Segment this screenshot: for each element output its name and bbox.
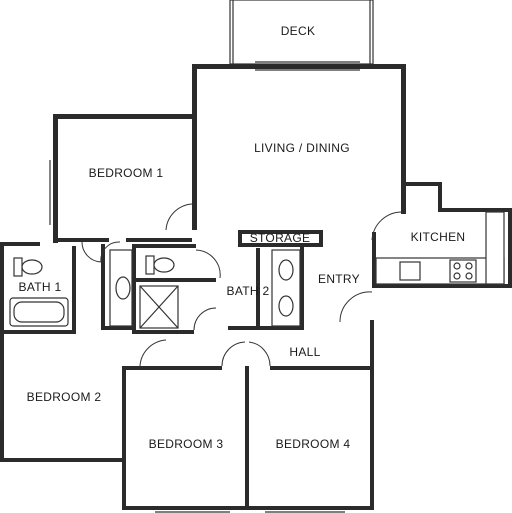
windows: [0, 61, 360, 513]
room-label-hall: HALL: [289, 345, 320, 359]
walls: [0, 64, 512, 510]
room-label-bedroom-2: BEDROOM 2: [27, 390, 102, 404]
room-label-bedroom-1: BEDROOM 1: [89, 166, 164, 180]
room-label-bedroom-4: BEDROOM 4: [276, 437, 351, 451]
room-label-storage: STORAGE: [250, 231, 311, 245]
room-label-deck: DECK: [281, 24, 316, 38]
room-label-living-dining: LIVING / DINING: [254, 141, 350, 155]
room-label-bedroom-3: BEDROOM 3: [149, 437, 224, 451]
doors: [81, 203, 403, 367]
room-label-entry: ENTRY: [318, 272, 360, 286]
room-label-bath-1: BATH 1: [19, 280, 62, 294]
plumbing-fixtures: [9, 211, 505, 329]
room-label-kitchen: KITCHEN: [411, 230, 466, 244]
room-label-bath-2: BATH 2: [227, 284, 270, 298]
